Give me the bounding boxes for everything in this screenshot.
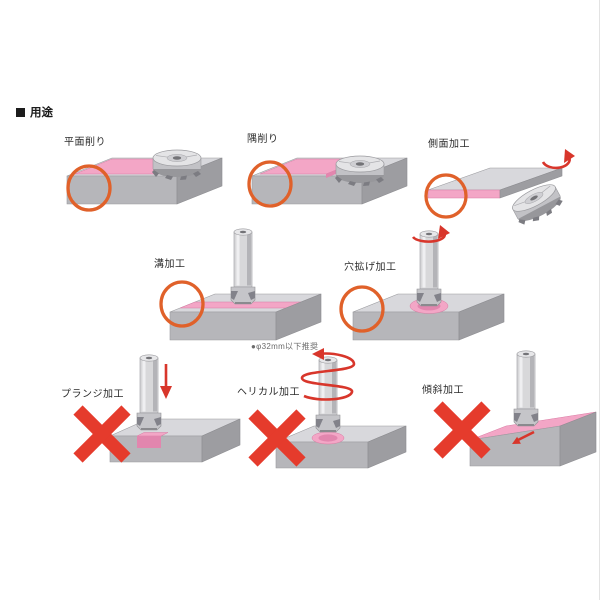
illustration-helical-milling	[248, 348, 407, 469]
illustration-hole-enlarging	[339, 225, 505, 341]
prohibited-x-icon	[248, 409, 306, 467]
cell-label-helical-milling: ヘリカル加工	[237, 387, 300, 398]
illustration-slot-milling	[159, 228, 322, 341]
cell-label-side-milling: 側面加工	[428, 139, 470, 150]
rotation-arrow-icon	[411, 225, 450, 243]
workpiece-icon	[169, 293, 322, 341]
illustration-face-milling	[66, 149, 223, 212]
illustration-plunge-milling	[73, 354, 241, 463]
highlight-circle-icon	[339, 285, 385, 333]
cell-label-corner-milling: 隅削り	[247, 134, 279, 145]
illustration-corner-milling	[247, 155, 408, 208]
highlight-circle-icon	[159, 280, 205, 328]
end-mill-cutter-icon	[315, 356, 341, 433]
workpiece-icon	[275, 425, 407, 469]
prohibited-x-icon	[73, 405, 131, 463]
cell-label-slot-milling: 溝加工	[154, 259, 186, 270]
spiral-arrow-icon	[300, 348, 356, 401]
section-marker	[16, 107, 25, 117]
highlight-circle-icon	[424, 173, 468, 219]
end-mill-cutter-icon	[230, 228, 256, 305]
end-mill-cutter-icon	[136, 354, 162, 431]
workpiece-icon	[109, 418, 241, 463]
highlight-circle-icon	[247, 160, 293, 208]
prohibited-x-icon	[433, 401, 491, 459]
end-mill-cutter-icon	[513, 350, 539, 427]
ramp-arrow-icon	[512, 430, 535, 444]
section-title: 用途	[16, 104, 53, 120]
cell-label-face-milling: 平面削り	[64, 137, 106, 148]
cell-label-hole-enlarging: 穴拡げ加工	[344, 262, 397, 273]
machined-pocket-wall	[137, 436, 161, 448]
note-max-diameter: ●φ32mm以下推奨	[251, 342, 319, 351]
cell-label-ramping: 傾斜加工	[422, 385, 464, 396]
highlight-circle-icon	[66, 164, 112, 212]
illustration-side-milling	[424, 149, 575, 230]
plunge-arrow-icon	[160, 364, 172, 399]
illustration-ramping	[433, 350, 597, 467]
rotation-arrow-icon	[541, 149, 575, 170]
section-title-text: 用途	[30, 107, 53, 119]
cell-label-plunge-milling: プランジ加工	[61, 389, 124, 400]
